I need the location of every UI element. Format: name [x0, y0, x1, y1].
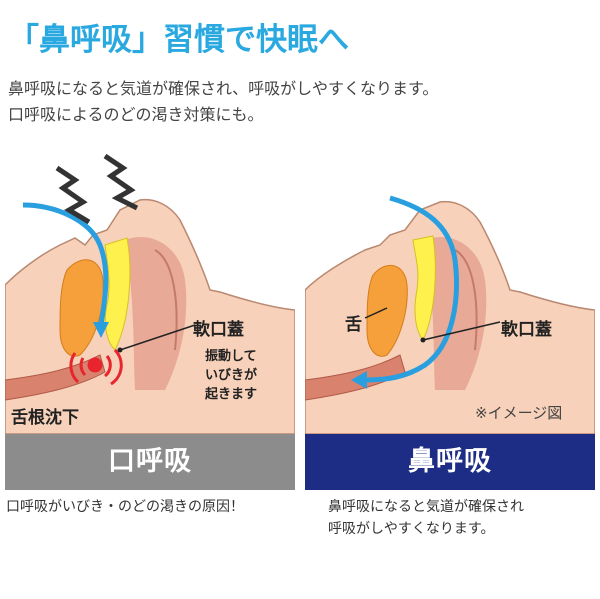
vibration-waves-icon: [69, 348, 123, 386]
label-tongue: 舌: [345, 315, 362, 335]
nose-breathing-caption-2: 呼吸がしやすくなります。: [328, 521, 495, 537]
tongue: [366, 265, 408, 357]
soft-palate: [104, 237, 131, 351]
airflow-arrowhead: [93, 322, 109, 338]
vibration-note-1: 振動して: [205, 349, 257, 364]
windpipe: [305, 354, 406, 401]
throat-wall: [454, 249, 478, 351]
nose-breathing-caption-1: 鼻呼吸になると気道が確保され: [328, 499, 524, 515]
intro-line-2: 口呼吸によるのどの渇き対策にも。: [8, 105, 264, 124]
label-soft-palate: 軟口蓋: [193, 320, 244, 340]
throat-wall: [154, 249, 178, 351]
zigzag-icon: [55, 165, 91, 225]
palate-pointer: [422, 321, 501, 341]
airflow-arrowhead: [351, 371, 367, 389]
vibration-note-2: いびきが: [205, 368, 258, 383]
soft-palate: [412, 235, 436, 341]
airflow-arrow: [364, 195, 459, 383]
zigzag-icon-2: [103, 153, 139, 211]
airflow-arrow: [22, 202, 109, 326]
tongue: [59, 259, 104, 357]
nose-breathing-illustration: 舌 軟口蓋 ※イメージ図: [305, 150, 595, 434]
mouth-breathing-caption: 口呼吸がいびき・のどの渇きの原因！: [6, 499, 244, 515]
intro-line-1: 鼻呼吸になると気道が確保され、呼吸がしやすくなります。: [8, 79, 439, 98]
label-soft-palate: 軟口蓋: [501, 320, 552, 340]
mouth-breathing-illustration: 軟口蓋 振動して いびきが 起きます 舌根沈下: [5, 150, 295, 434]
tongue-pointer: [364, 307, 388, 319]
mouth-breathing-diagram: [5, 153, 295, 434]
label-tongue-drop: 舌根沈下: [11, 408, 79, 428]
page-title: 「鼻呼吸」習慣で快眠へ: [8, 22, 349, 58]
nose-breathing-diagram: [305, 195, 595, 434]
image-note: ※イメージ図: [475, 404, 563, 422]
palate-pointer: [119, 324, 196, 351]
mouth-breathing-banner: 口呼吸: [5, 434, 295, 490]
vibration-note-3: 起きます: [205, 387, 258, 402]
nose-breathing-banner: 鼻呼吸: [305, 434, 595, 490]
